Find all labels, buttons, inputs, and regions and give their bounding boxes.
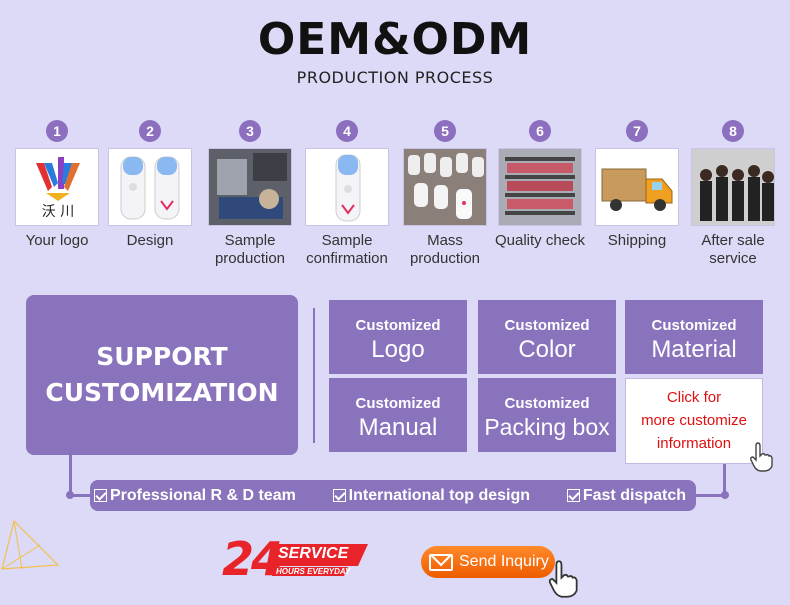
process-step-quality-check: 6 Quality check: [492, 120, 588, 250]
connector-left: [69, 455, 72, 495]
process-step-mass-production: 5 Mass production: [397, 120, 493, 268]
delivery-truck-icon: [595, 148, 679, 226]
service-word: SERVICE: [278, 545, 349, 562]
checkbox-icon: [94, 489, 107, 502]
step-number: 2: [139, 120, 161, 142]
envelope-icon: [429, 553, 453, 571]
step-label: Your logo: [25, 232, 89, 249]
step-number: 7: [626, 120, 648, 142]
custom-caption: Customized: [355, 395, 441, 412]
step-label: Design: [126, 232, 174, 249]
step-number: 1: [46, 120, 68, 142]
custom-caption: Customized: [504, 395, 590, 412]
support-line-1: SUPPORT: [96, 342, 228, 371]
custom-caption: Customized: [504, 317, 590, 334]
step-number: 8: [722, 120, 744, 142]
process-step-sample-confirmation: 4 Sample confirmation: [299, 120, 395, 268]
step-label: Shipping: [607, 232, 667, 249]
step-label: Quality check: [494, 232, 586, 249]
step-label: After sale service: [701, 232, 765, 267]
send-inquiry-button[interactable]: Send Inquiry: [421, 546, 555, 578]
checkbox-icon: [566, 489, 580, 502]
more-customize-link[interactable]: Click for more customize information: [625, 378, 763, 464]
service-tagline: HOURS EVERYDAY: [276, 567, 351, 576]
custom-color-box: Customized Color: [478, 300, 616, 374]
custom-caption: Customized: [651, 317, 737, 334]
team-photo-icon: [691, 148, 775, 226]
support-line-2: CUSTOMIZATION: [45, 378, 279, 407]
custom-title: Material: [651, 336, 737, 363]
process-step-sample-production: 3 Sample production: [202, 120, 298, 268]
custom-packing-box: Customized Packing box: [478, 378, 616, 452]
feature-label: Fast dispatch: [582, 486, 686, 504]
custom-title: Logo: [371, 336, 425, 363]
custom-title: Packing box: [484, 414, 610, 440]
process-step-logo: 1 沃 川 Your logo: [9, 120, 105, 250]
shelves-icon: [498, 148, 582, 226]
feature-item: Fast dispatch: [566, 486, 686, 505]
factory-machine-icon: [208, 148, 292, 226]
step-label: Mass production: [409, 232, 481, 267]
feature-label: Professional R & D team: [110, 486, 296, 504]
step-number: 6: [529, 120, 551, 142]
send-inquiry-label: Send Inquiry: [459, 553, 549, 570]
custom-material-box: Customized Material: [625, 300, 763, 374]
connector-dot: [66, 491, 74, 499]
feature-item: International top design: [332, 486, 531, 505]
divider: [313, 308, 315, 443]
custom-caption: Customized: [355, 317, 441, 334]
custom-logo-box: Customized Logo: [329, 300, 467, 374]
process-step-design: 2 Design: [102, 120, 198, 250]
page-subtitle: PRODUCTION PROCESS: [296, 68, 494, 87]
pointer-hand-icon: [750, 442, 773, 472]
step-number: 4: [336, 120, 358, 142]
mist-sprayer-icon: [305, 148, 389, 226]
mist-sprayer-icon: [108, 148, 192, 226]
connector-dot: [721, 491, 729, 499]
pointer-hand-icon: [548, 560, 578, 598]
checkbox-icon: [332, 489, 346, 502]
feature-item: Professional R & D team: [94, 487, 296, 505]
feature-label: International top design: [348, 486, 531, 504]
product-batch-icon: [403, 148, 487, 226]
click-line-3: information: [656, 435, 732, 452]
connector-right-h: [694, 494, 726, 497]
step-label: Sample confirmation: [306, 232, 388, 267]
click-line-2: more customize: [641, 412, 747, 429]
support-customization-panel: SUPPORT CUSTOMIZATION: [26, 295, 298, 455]
click-line-1: Click for: [666, 389, 722, 406]
custom-title: Manual: [358, 414, 438, 441]
custom-manual-box: Customized Manual: [329, 378, 467, 452]
process-step-after-sale: 8 After sale service: [685, 120, 781, 268]
step-label: Sample production: [214, 232, 286, 267]
custom-title: Color: [518, 336, 576, 363]
decorative-triangle-icon: [1, 519, 60, 570]
step-number: 3: [239, 120, 261, 142]
connector-right: [723, 464, 726, 495]
features-bar: Professional R & D team International to…: [90, 480, 696, 511]
service-24h-badge: 24 SERVICE HOURS EVERYDAY: [220, 532, 370, 586]
step-number: 5: [434, 120, 456, 142]
page-title: OEM&ODM: [257, 14, 533, 65]
logo-text: 沃 川: [41, 204, 75, 220]
connector-left-h: [69, 494, 93, 497]
service-number: 24: [222, 532, 283, 586]
process-step-shipping: 7 Shipping: [589, 120, 685, 250]
brand-logo-icon: 沃 川: [15, 148, 99, 226]
